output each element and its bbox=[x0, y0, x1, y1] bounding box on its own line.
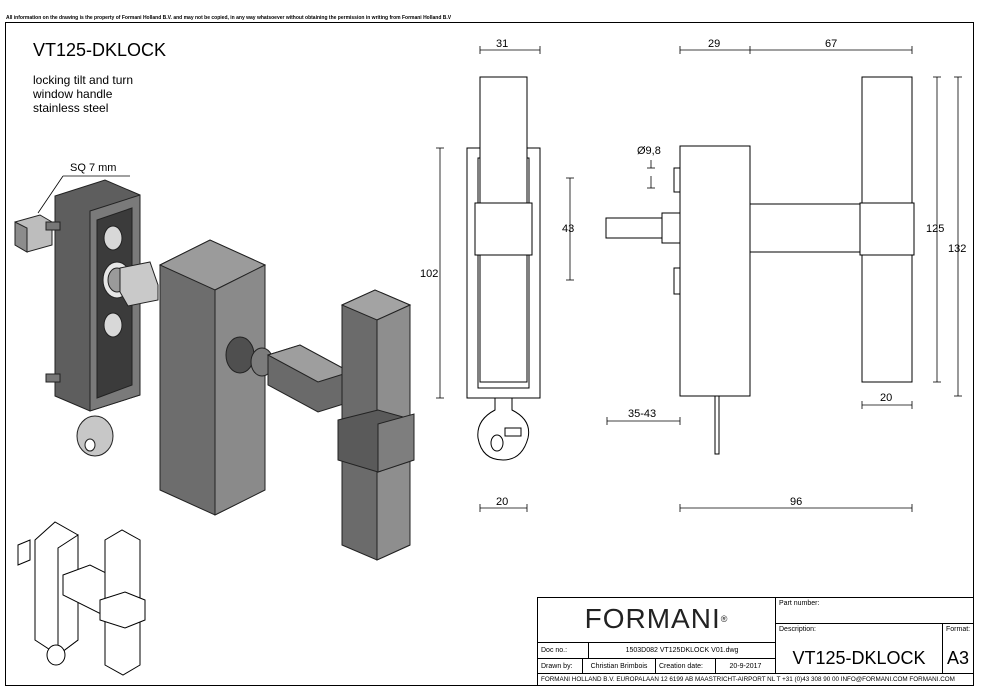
creation-date-label: Creation date: bbox=[655, 658, 716, 674]
dim-front-height: 102 bbox=[420, 268, 438, 280]
dim-front-collar: 43 bbox=[562, 223, 574, 235]
spindle-label: SQ 7 mm bbox=[70, 162, 116, 174]
format-cell: Format: A3 bbox=[942, 623, 974, 674]
description-line: stainless steel bbox=[33, 101, 109, 115]
dim-door-range: 35-43 bbox=[628, 408, 656, 420]
dim-front-top-width: 31 bbox=[496, 38, 508, 50]
spindle-callout: SQ 7 mm bbox=[37, 162, 130, 214]
dim-side-top-right: 67 bbox=[825, 38, 837, 50]
company-footer: FORMANI HOLLAND B.V. EUROPALAAN 12 6199 … bbox=[537, 673, 974, 686]
drawn-by-label: Drawn by: bbox=[537, 658, 583, 674]
dim-side-height-132: 132 bbox=[948, 243, 966, 255]
drawn-by-value: Christian Brimbois bbox=[582, 658, 656, 674]
part-number-cell: Part number: bbox=[775, 597, 974, 624]
description-value: VT125-DKLOCK bbox=[792, 648, 926, 668]
doc-no-value: 1503D082 VT125DKLOCK V01.dwg bbox=[588, 642, 776, 659]
dim-key-diameter: Ø9,8 bbox=[637, 145, 661, 157]
description-cell: Description: VT125-DKLOCK bbox=[775, 623, 943, 674]
copyright-disclaimer: All information on the drawing is the pr… bbox=[6, 15, 452, 21]
dim-side-bar-width: 20 bbox=[880, 392, 892, 404]
front-dimensions bbox=[436, 46, 574, 512]
format-value: A3 bbox=[946, 648, 970, 668]
company-logo: FORMANI® bbox=[537, 597, 776, 643]
iso-outline-thumbnail bbox=[17, 521, 146, 676]
dim-side-height-125: 125 bbox=[926, 223, 944, 235]
description-label: Description: bbox=[779, 626, 816, 633]
creation-date-value: 20-9-2017 bbox=[715, 658, 776, 674]
sheet-border bbox=[5, 22, 974, 686]
dim-front-bottom-width: 20 bbox=[496, 496, 508, 508]
front-view bbox=[466, 76, 541, 461]
title-block: FORMANI® Part number: Description: VT125… bbox=[537, 597, 974, 686]
iso-lock-body bbox=[14, 179, 159, 457]
drawing-title: VT125-DKLOCK bbox=[33, 40, 167, 60]
description-line: window handle bbox=[33, 87, 113, 101]
iso-handle bbox=[158, 239, 415, 561]
dim-side-total: 96 bbox=[790, 496, 802, 508]
description-line: locking tilt and turn bbox=[33, 73, 134, 87]
dim-side-top-left: 29 bbox=[708, 38, 720, 50]
side-dimensions bbox=[606, 46, 962, 512]
drawing-description: locking tilt and turn window handle stai… bbox=[33, 73, 133, 115]
doc-no-label: Doc no.: bbox=[537, 642, 589, 659]
part-number-label: Part number: bbox=[779, 600, 820, 607]
format-label: Format: bbox=[946, 626, 971, 633]
side-view bbox=[605, 76, 915, 455]
